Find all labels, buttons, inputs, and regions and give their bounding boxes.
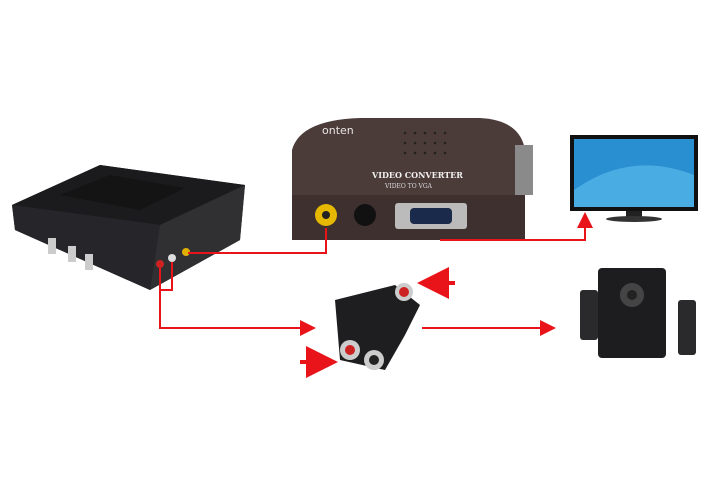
video-converter: onten VIDEO CONVERTER VIDEO TO VGA bbox=[292, 118, 533, 240]
vga-monitor bbox=[570, 135, 698, 222]
audio-red-port bbox=[156, 260, 164, 268]
usb-port bbox=[68, 246, 76, 262]
rca-y-splitter bbox=[335, 283, 420, 370]
speakers bbox=[580, 268, 696, 358]
usb-port bbox=[85, 254, 93, 270]
converter-brand: onten bbox=[322, 124, 354, 137]
converter-title: VIDEO CONVERTER bbox=[371, 170, 463, 180]
audio-wire-in bbox=[159, 268, 316, 336]
media-player-box bbox=[12, 165, 245, 290]
usb-port bbox=[48, 238, 56, 254]
vga-wire bbox=[440, 212, 593, 241]
audio-wire-white bbox=[160, 262, 173, 291]
speaker-grille bbox=[403, 131, 447, 155]
video-wire bbox=[188, 228, 327, 254]
audio-white-port bbox=[168, 254, 176, 262]
converter-subtitle: VIDEO TO VGA bbox=[384, 183, 433, 190]
svideo-port bbox=[354, 204, 376, 226]
